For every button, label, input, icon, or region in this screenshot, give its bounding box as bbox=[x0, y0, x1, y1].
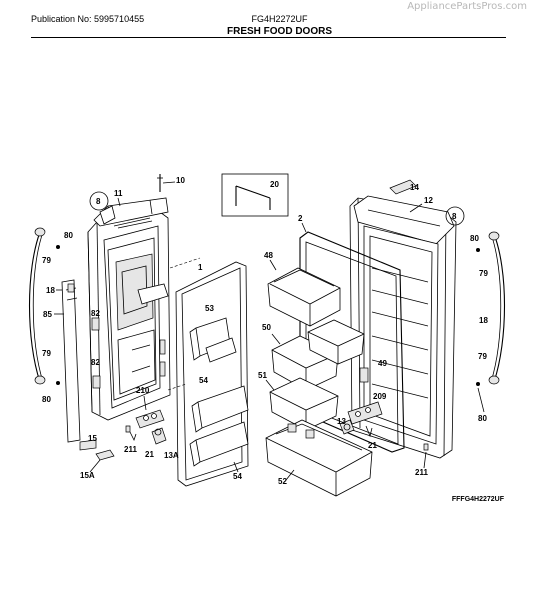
label-79-b: 79 bbox=[42, 349, 51, 358]
left-door-assembly bbox=[87, 197, 171, 421]
dispenser-cavity bbox=[115, 253, 154, 331]
label-48: 48 bbox=[264, 251, 273, 260]
label-51: 51 bbox=[258, 371, 267, 380]
label-80-a: 80 bbox=[64, 231, 73, 240]
clip-82-upper bbox=[91, 317, 100, 331]
label-13: 13 bbox=[337, 417, 346, 426]
header-rule bbox=[31, 37, 506, 38]
label-18-left: 18 bbox=[46, 286, 55, 295]
left-handle bbox=[29, 227, 60, 385]
handle-mount-79-top-left bbox=[34, 227, 46, 237]
label-1: 1 bbox=[198, 263, 203, 272]
right-door-assembly bbox=[299, 195, 457, 459]
label-13a: 13A bbox=[164, 451, 179, 460]
screw-80-bottom-left bbox=[56, 381, 60, 385]
bin-52 bbox=[265, 419, 373, 497]
label-15: 15 bbox=[88, 434, 97, 443]
label-11: 11 bbox=[114, 189, 123, 198]
label-10: 10 bbox=[176, 176, 185, 185]
label-52: 52 bbox=[278, 477, 287, 486]
bin-51 bbox=[269, 377, 339, 431]
right-handle bbox=[476, 231, 505, 386]
screw-80-top-right bbox=[476, 248, 480, 252]
label-211-left: 211 bbox=[124, 445, 137, 454]
clip-49 bbox=[359, 367, 369, 383]
dispenser-paddle bbox=[137, 283, 169, 305]
label-53: 53 bbox=[205, 304, 214, 313]
label-54-b: 54 bbox=[233, 472, 242, 481]
label-79-c: 79 bbox=[479, 269, 488, 278]
label-2: 2 bbox=[298, 214, 303, 223]
model-number: FG4H2272UF bbox=[251, 14, 308, 24]
screw-80-top-left bbox=[56, 245, 60, 249]
label-54-a: 54 bbox=[199, 376, 208, 385]
handle-mount-79-bottom-right bbox=[488, 375, 500, 385]
part-14-label bbox=[389, 179, 417, 195]
screw-80-bottom-right bbox=[476, 382, 480, 386]
label-209: 209 bbox=[373, 392, 387, 401]
label-21-left: 21 bbox=[145, 450, 154, 459]
bin-54-lower bbox=[195, 421, 249, 463]
callout-8-right bbox=[445, 206, 465, 226]
label-20: 20 bbox=[270, 180, 279, 189]
watermark: AppliancePartsPros.com bbox=[407, 1, 527, 12]
part-labels: 10 20 14 11 12 8 8 2 80 79 18 85 79 80 8… bbox=[42, 176, 488, 486]
screw-211-left bbox=[125, 425, 131, 433]
handle-18-left bbox=[29, 231, 41, 383]
label-8-left: 8 bbox=[96, 197, 101, 206]
label-85: 85 bbox=[43, 310, 52, 319]
label-82-b: 82 bbox=[91, 358, 100, 367]
label-21-right: 21 bbox=[368, 441, 377, 450]
label-49: 49 bbox=[378, 359, 387, 368]
handle-18-right bbox=[493, 233, 505, 383]
label-211-right: 211 bbox=[415, 468, 428, 477]
cover-15a bbox=[95, 449, 115, 461]
cover-15 bbox=[79, 439, 97, 451]
handle-mount-79-top-right bbox=[488, 231, 500, 241]
label-15a: 15A bbox=[80, 471, 95, 480]
left-door-bins bbox=[189, 317, 249, 467]
part-20-tool bbox=[235, 185, 271, 210]
label-79-a: 79 bbox=[42, 256, 51, 265]
callout-8-left bbox=[89, 191, 109, 211]
part-20-box bbox=[221, 173, 289, 217]
part-13 bbox=[339, 419, 355, 435]
diagram-code: FFFG4H2272UF bbox=[452, 496, 505, 503]
screw-211-right bbox=[423, 443, 429, 451]
handle-mount-79-bottom-left bbox=[34, 375, 46, 385]
label-18-right: 18 bbox=[479, 316, 488, 325]
label-80-c: 80 bbox=[470, 234, 479, 243]
publication-number: Publication No: 5995710455 bbox=[31, 14, 145, 24]
part-209 bbox=[347, 401, 383, 425]
label-80-b: 80 bbox=[42, 395, 51, 404]
bin-small bbox=[307, 319, 365, 365]
label-12: 12 bbox=[424, 196, 433, 205]
label-50: 50 bbox=[262, 323, 271, 332]
label-14: 14 bbox=[410, 183, 419, 192]
left-lower-parts bbox=[125, 409, 167, 445]
bin-54-upper bbox=[197, 385, 249, 429]
part-13a bbox=[151, 427, 167, 445]
label-82-a: 82 bbox=[91, 309, 100, 318]
label-210: 210 bbox=[136, 386, 150, 395]
clip-82-lower bbox=[92, 375, 101, 389]
bin-48 bbox=[267, 267, 341, 327]
right-door-bins bbox=[265, 267, 373, 497]
page-title: FRESH FOOD DOORS bbox=[226, 26, 332, 37]
label-79-d: 79 bbox=[478, 352, 487, 361]
part-210 bbox=[135, 409, 165, 429]
label-8-right: 8 bbox=[452, 212, 457, 221]
top-trim-right bbox=[353, 195, 455, 245]
trim-strip-85 bbox=[61, 279, 81, 443]
label-80-d: 80 bbox=[478, 414, 487, 423]
